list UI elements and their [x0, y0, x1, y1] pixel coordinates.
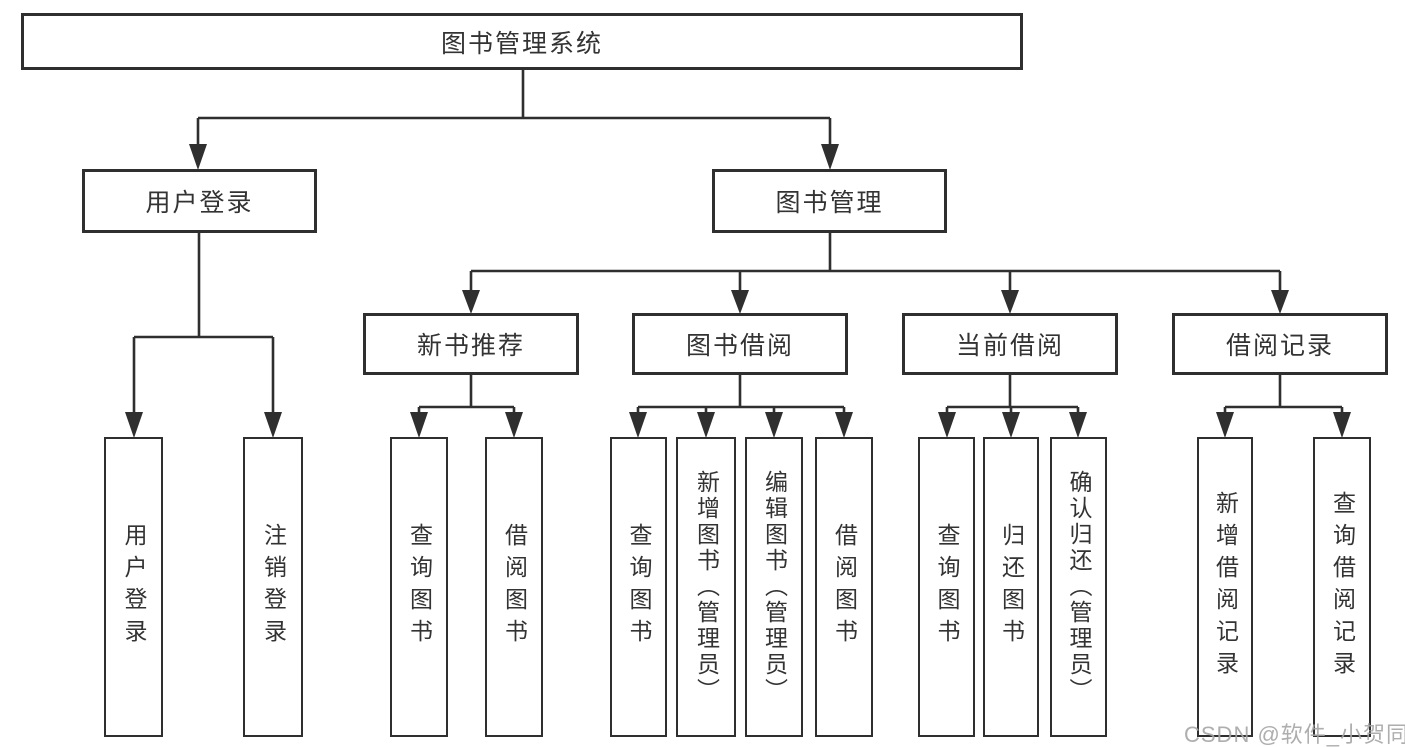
leaf-query-books-borrow: 查询图书	[610, 437, 667, 737]
leaf-return-book: 归还图书	[983, 437, 1039, 737]
watermark: CSDN @软件_小贺同学	[1184, 722, 1405, 747]
node-current-borrow: 当前借阅	[902, 313, 1118, 375]
node-user-login: 用户登录	[82, 169, 317, 233]
leaf-borrow-books: 借阅图书	[815, 437, 873, 737]
leaf-add-borrow-record: 新增借阅记录	[1197, 437, 1253, 737]
leaf-borrow-books-recommend: 借阅图书	[485, 437, 543, 737]
leaf-query-books-recommend: 查询图书	[390, 437, 448, 737]
node-book-borrow: 图书借阅	[632, 313, 848, 375]
node-book-management: 图书管理	[712, 169, 947, 233]
node-borrow-records: 借阅记录	[1172, 313, 1388, 375]
leaf-confirm-return-admin: 确认归还（管理员）	[1050, 437, 1107, 737]
leaf-add-book-admin: 新增图书（管理员）	[676, 437, 736, 737]
leaf-edit-book-admin: 编辑图书（管理员）	[745, 437, 803, 737]
node-root-system: 图书管理系统	[21, 13, 1023, 70]
leaf-logout: 注销登录	[243, 437, 303, 737]
node-new-book-recommend: 新书推荐	[363, 313, 579, 375]
leaf-query-books-current: 查询图书	[918, 437, 975, 737]
leaf-query-borrow-record: 查询借阅记录	[1313, 437, 1371, 737]
leaf-user-login: 用户登录	[104, 437, 163, 737]
